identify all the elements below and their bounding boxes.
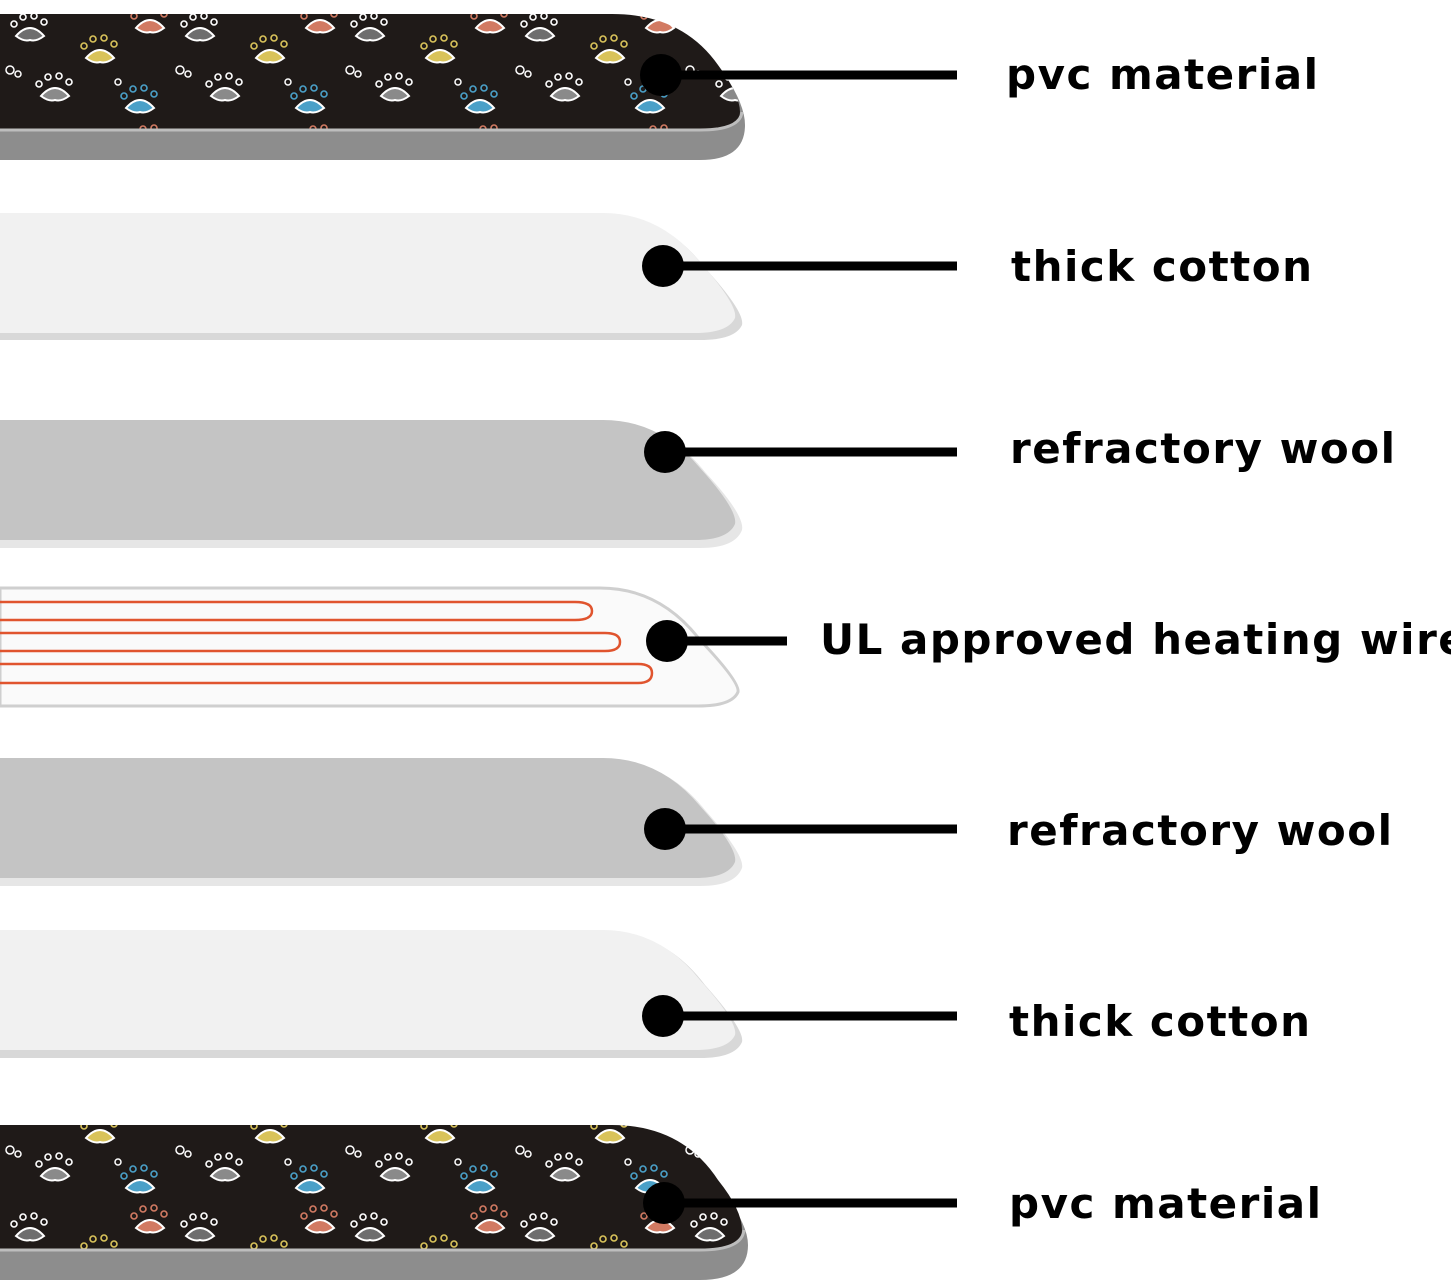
label-pvc-material-top: pvc material bbox=[1006, 50, 1320, 99]
label-thick-cotton-2: thick cotton bbox=[1009, 997, 1312, 1046]
layer-refractory-wool-1 bbox=[0, 420, 743, 548]
connector-refractory-wool-2 bbox=[644, 808, 957, 850]
label-refractory-wool-2: refractory wool bbox=[1007, 806, 1394, 855]
connector-pvc-top bbox=[640, 54, 957, 96]
connector-thick-cotton-1 bbox=[642, 245, 957, 287]
layer-refractory-wool-2 bbox=[0, 758, 743, 886]
connector-pvc-bottom bbox=[643, 1182, 957, 1224]
layer-thick-cotton-1 bbox=[0, 213, 743, 340]
layer-thick-cotton-2 bbox=[0, 930, 743, 1058]
layer-pvc-top bbox=[0, 14, 745, 160]
heating-wire-lines bbox=[0, 600, 654, 685]
connectors bbox=[640, 54, 957, 1224]
label-refractory-wool-1: refractory wool bbox=[1010, 424, 1397, 473]
connector-refractory-wool-1 bbox=[644, 431, 957, 473]
label-pvc-material-bottom: pvc material bbox=[1009, 1179, 1323, 1228]
label-heating-wire: UL approved heating wire bbox=[820, 615, 1451, 664]
layer-heating-wire bbox=[0, 586, 740, 708]
layer-pvc-bottom bbox=[0, 1125, 748, 1280]
connector-heating-wire bbox=[646, 620, 787, 662]
label-thick-cotton-1: thick cotton bbox=[1011, 242, 1314, 291]
connector-thick-cotton-2 bbox=[642, 995, 957, 1037]
